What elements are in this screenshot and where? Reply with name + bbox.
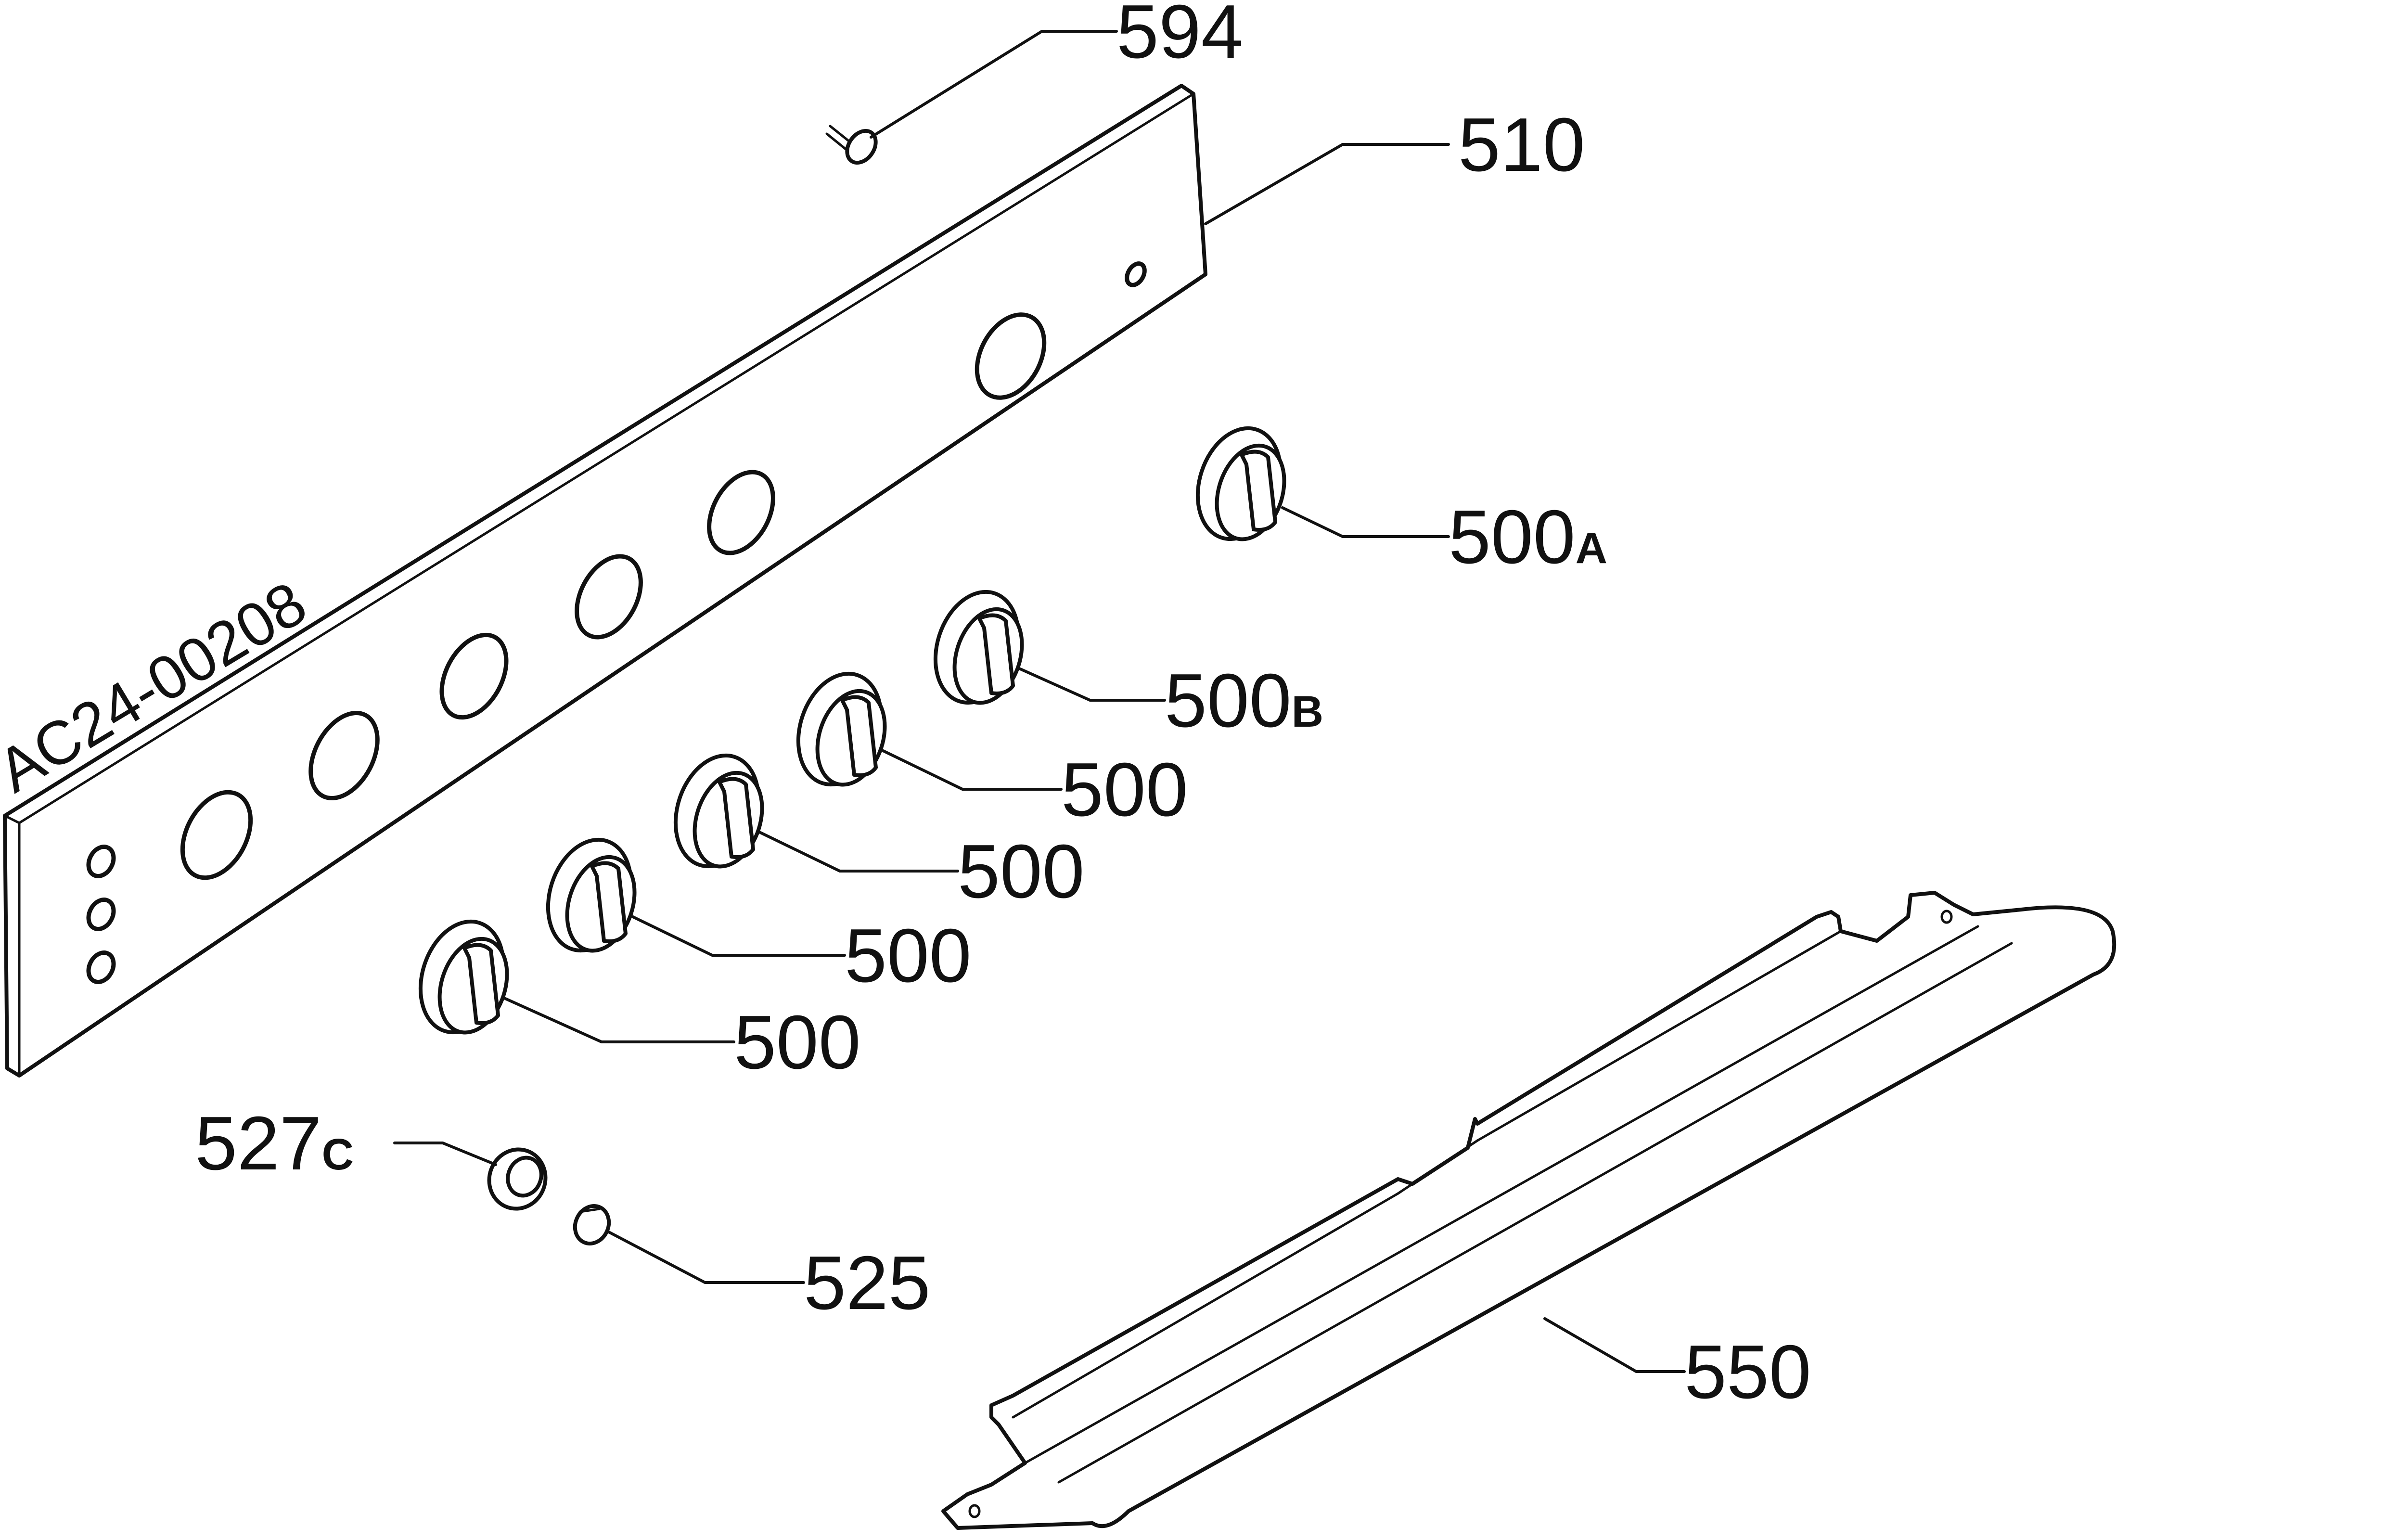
callout-550: 550 <box>1684 1330 1811 1414</box>
panel-hole <box>707 470 775 555</box>
callout-527c-number: 527 <box>195 1101 322 1186</box>
callout-594: 594 <box>1116 0 1244 74</box>
knob-500 <box>796 671 887 787</box>
callout-527c-suffix: C <box>322 1130 354 1179</box>
leader-500 <box>504 997 735 1043</box>
leader-527c <box>393 1142 497 1166</box>
callout-500a-suffix: A <box>1576 524 1607 573</box>
leader-500a <box>1281 506 1450 538</box>
leader-510 <box>1204 143 1450 225</box>
bezel-ring <box>487 1147 548 1211</box>
leader-525 <box>607 1231 805 1284</box>
callout-500a-number: 500 <box>1449 495 1576 579</box>
callout-525: 525 <box>804 1241 931 1325</box>
callout-500: 500 <box>845 913 972 998</box>
callout-510: 510 <box>1458 103 1585 187</box>
panel-hole <box>439 632 509 720</box>
leader-500 <box>882 749 1063 791</box>
knob-500 <box>546 837 637 953</box>
leader-500b <box>1019 667 1166 702</box>
knob-500 <box>418 919 509 1035</box>
leader-500 <box>631 915 846 957</box>
panel-hole <box>308 711 380 800</box>
callout-500: 500 <box>734 1000 861 1085</box>
knob-500b <box>933 590 1024 705</box>
handle-bar <box>941 891 2117 1530</box>
callout-527c: 527C <box>195 1101 354 1186</box>
indicator-light <box>86 898 116 931</box>
control-panel <box>3 84 1207 1078</box>
callout-500b: 500B <box>1165 658 1323 743</box>
callout-500: 500 <box>958 829 1085 914</box>
callout-500b-number: 500 <box>1165 658 1292 743</box>
callout-500: 500 <box>1061 747 1188 832</box>
panel-screw-hole <box>1125 261 1147 287</box>
spring-sleeve <box>573 1204 611 1245</box>
leader-594 <box>870 30 1118 139</box>
panel-hole <box>180 790 253 880</box>
panel-hole <box>975 312 1047 400</box>
leader-500 <box>759 831 959 873</box>
leader-550 <box>1543 1317 1686 1373</box>
knob-500a <box>1195 426 1286 541</box>
indicator-light <box>86 845 116 878</box>
callout-500a: 500A <box>1449 495 1607 579</box>
callout-500b-suffix: B <box>1292 687 1323 736</box>
indicator-light <box>86 950 116 984</box>
knob-500 <box>673 753 764 869</box>
screw <box>825 125 878 165</box>
panel-hole <box>575 554 643 640</box>
